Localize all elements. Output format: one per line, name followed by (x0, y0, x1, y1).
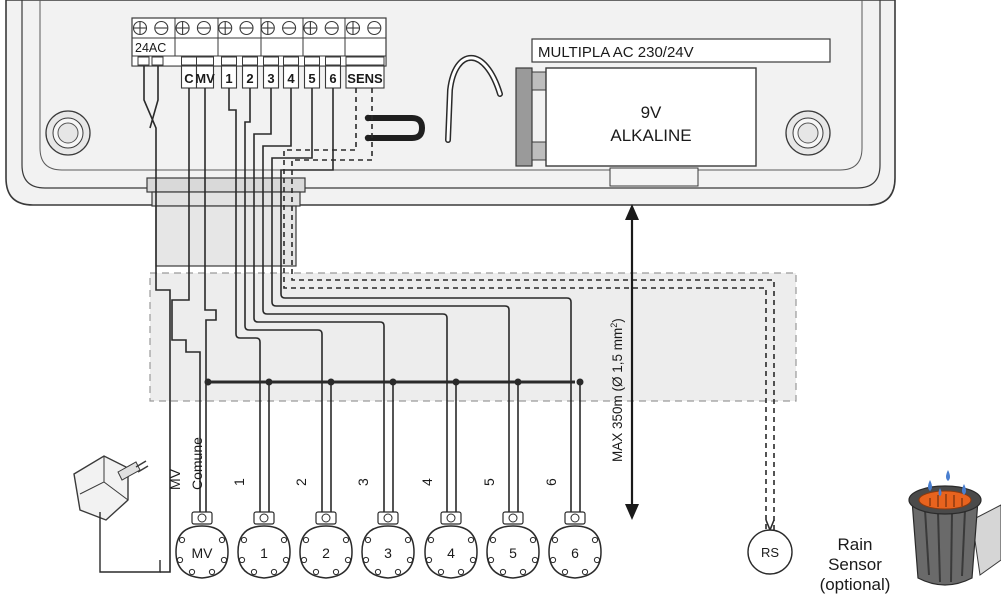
wire-label: 2 (293, 478, 309, 486)
solenoid-valve-icon: 2 (299, 511, 353, 579)
valve-label: 4 (447, 545, 455, 561)
wire-label: Comune (189, 437, 205, 490)
cable-zone (149, 272, 797, 402)
wire-label: 4 (419, 478, 435, 486)
valve-label: MV (192, 545, 214, 561)
terminal-screw-icon (282, 20, 297, 36)
terminal-screw-icon (260, 20, 275, 36)
valve-label: 1 (260, 545, 268, 561)
wire-label: 5 (481, 478, 497, 486)
terminal-label: 5 (308, 71, 315, 86)
valve-label: 3 (384, 545, 392, 561)
terminal-screw-icon (132, 20, 148, 36)
terminal-label: SENS (347, 71, 383, 86)
power-adapter (73, 455, 161, 573)
terminal-label: 2 (246, 71, 253, 86)
rain-sensor-badge: RS (761, 545, 779, 560)
solenoid-valve-icon: 1 (237, 511, 291, 579)
terminal-label: MV (195, 71, 215, 86)
battery: 9V ALKALINE (515, 67, 757, 167)
rain-sensor-label-3: (optional) (820, 575, 891, 594)
solenoid-valve-icon: 3 (361, 511, 415, 579)
wire-label: 1 (231, 478, 247, 486)
max-length-label: MAX 350m (Ø 1,5 mm2) (609, 318, 625, 462)
sensor-jumper (365, 115, 426, 141)
terminal-label: 4 (287, 71, 295, 86)
rain-sensor-device (908, 470, 1001, 586)
power-terminal-label: 24AC (135, 41, 166, 55)
solenoid-valve-icon: 5 (486, 511, 540, 579)
valve-label: 5 (509, 545, 517, 561)
module-label: MULTIPLA AC 230/24V (538, 44, 694, 61)
terminal-label: 1 (225, 71, 232, 86)
valve-label: 2 (322, 545, 330, 561)
terminal-screw-icon (367, 20, 382, 36)
mounting-hole-left (45, 110, 91, 156)
valve-label: 6 (571, 545, 579, 561)
terminal-label: C (184, 71, 194, 86)
terminal-screw-icon (196, 20, 211, 36)
terminal-screw-icon (239, 20, 254, 36)
mounting-hole-right (785, 110, 831, 156)
rain-sensor-label-2: Sensor (828, 555, 882, 574)
wire-label: 6 (543, 478, 559, 486)
wiring (143, 66, 775, 573)
terminal-block: 24AC (131, 17, 387, 89)
terminal-screw-icon (154, 20, 169, 36)
terminal-screw-icon (345, 20, 361, 36)
battery-voltage: 9V (641, 103, 662, 122)
terminal-screw-icon (303, 20, 318, 36)
solenoid-valve-icon: 4 (424, 511, 478, 579)
terminal-label: 3 (267, 71, 274, 86)
solenoid-valve-icon: 6 (548, 511, 602, 579)
terminal-label: 6 (329, 71, 336, 86)
max-length-arrow: MAX 350m (Ø 1,5 mm2) (609, 204, 639, 520)
battery-type: ALKALINE (610, 126, 691, 145)
rain-sensor-label-1: Rain (838, 535, 873, 554)
solenoid-valve-icon: MV (175, 511, 229, 579)
terminal-screw-icon (175, 20, 190, 36)
terminal-screw-icon (324, 20, 339, 36)
terminal-screw-icon (218, 20, 233, 36)
rain-sensor-symbol: RS (747, 529, 793, 575)
wire-label: MV (167, 468, 183, 490)
wire-label: 3 (355, 478, 371, 486)
module-label-box (531, 38, 831, 63)
